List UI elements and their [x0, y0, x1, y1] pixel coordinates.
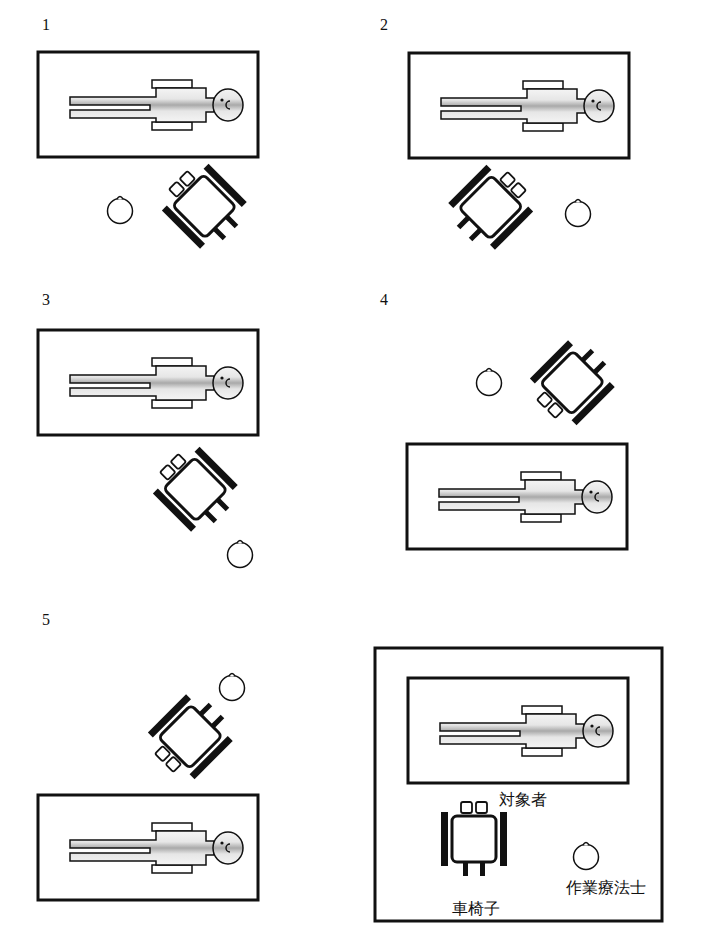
part-label: 車椅子: [452, 899, 500, 918]
panel-number: 5: [42, 610, 50, 629]
part-label: 作業療法士: [566, 878, 646, 897]
part-label: 対象者: [499, 790, 547, 809]
panel-number: 4: [380, 290, 388, 309]
panel-number: 3: [42, 290, 50, 309]
panel-number: 2: [380, 15, 388, 34]
panel-number: 1: [42, 15, 50, 34]
